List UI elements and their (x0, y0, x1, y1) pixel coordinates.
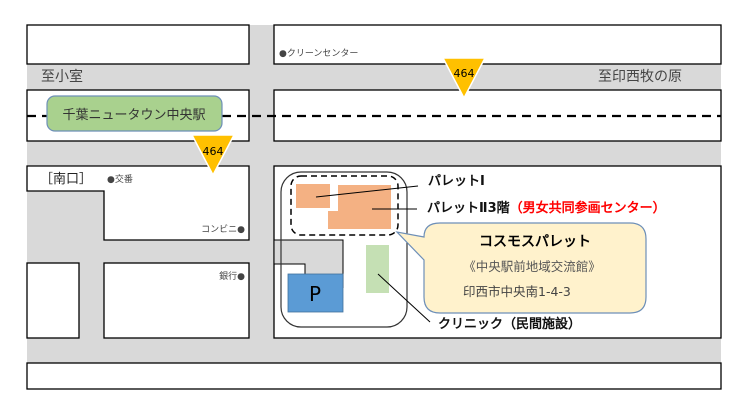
callout-subtitle: 《中央駅前地域交流館》 (463, 259, 601, 274)
direction-west: 至小室 (41, 68, 83, 85)
route-marker-464-east: 464 (441, 57, 487, 100)
block-top-right (273, 24, 722, 65)
palette-2-building (338, 185, 391, 229)
notch-outline (274, 239, 344, 288)
facility-outline (280, 171, 408, 328)
block-lower-left (26, 262, 80, 339)
landmark-koban: ●交番 (107, 173, 133, 185)
palette-2-name: パレットⅡ3階 (427, 200, 510, 216)
callout-title: コスモスパレット (479, 234, 591, 250)
landmark-clean-center: ●クリーンセンター (279, 48, 358, 59)
palette-2-label: パレットⅡ3階（男女共同参画センター） (427, 200, 666, 216)
palette-1-label: パレットⅠ (428, 174, 485, 189)
palette-outline (290, 175, 399, 236)
clinic-building (366, 245, 389, 293)
palette-2-note: （男女共同参画センター） (510, 200, 666, 216)
facility-notch (274, 240, 343, 288)
leader-palette-1 (315, 185, 419, 198)
south-exit-label: ［南口］ (40, 171, 92, 187)
block-south-exit (26, 165, 250, 241)
station-box (46, 95, 223, 132)
landmark-convenience: コンビニ● (201, 224, 245, 235)
block-bottom (26, 362, 722, 390)
station-name: 千葉ニュータウン中央駅 (62, 108, 205, 123)
callout-box: コスモスパレット 《中央駅前地域交流館》 印西市中央南1-4-3 (395, 222, 647, 314)
direction-east: 至印西牧の原 (598, 69, 682, 85)
block-top-left (26, 24, 250, 65)
parking-icon: P (309, 282, 321, 306)
route-marker-464-south: 464 (190, 134, 236, 177)
leader-clinic (377, 273, 431, 323)
route-number: 464 (203, 145, 224, 158)
block-bank (103, 262, 250, 339)
landmark-bank: 銀行● (219, 270, 245, 282)
route-number: 464 (454, 67, 475, 80)
callout-address: 印西市中央南1-4-3 (463, 284, 571, 299)
clinic-label: クリニック（民間施設） (438, 316, 581, 332)
palette-2-annex (328, 211, 340, 229)
parking-lot (287, 273, 344, 313)
